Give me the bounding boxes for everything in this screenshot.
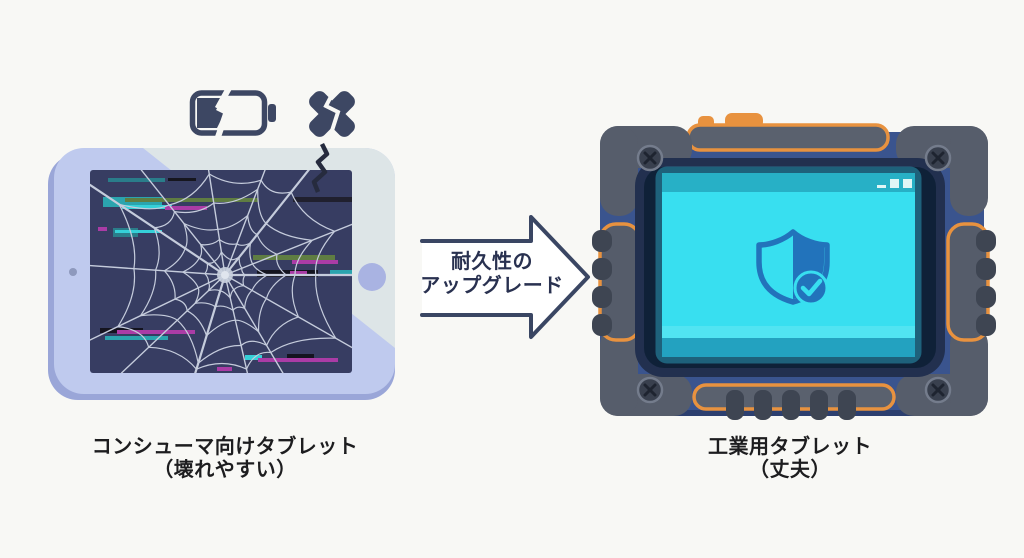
screen-bottom-band [662, 338, 915, 357]
screen-glare [662, 326, 915, 338]
consumer-tablet-caption: コンシューマ向けタブレット （壊れやすい） [65, 436, 385, 482]
corner-bumpers [600, 126, 988, 416]
industrial-tablet [592, 113, 996, 420]
consumer-tablet [48, 142, 395, 400]
broken-x-icon [309, 84, 355, 144]
grip-ribs-left [592, 230, 612, 336]
home-button [358, 263, 386, 291]
industrial-caption-line2: （丈夫） [749, 459, 831, 481]
check-circle [793, 270, 829, 306]
speaker-tabs [726, 390, 856, 420]
upgrade-arrow-label: 耐久性の アップグレード [402, 250, 582, 298]
industrial-caption-line1: 工業用タブレット [708, 436, 872, 458]
shield-check-icon [756, 229, 830, 306]
arrow-label-line1: 耐久性の [451, 251, 533, 273]
side-grip-left [592, 222, 642, 342]
minimize-icon [877, 185, 886, 188]
window-controls [877, 179, 912, 188]
screen-titlebar [662, 173, 915, 192]
top-bumper-strip [686, 123, 890, 152]
industrial-tablet-caption: 工業用タブレット （丈夫） [640, 436, 940, 482]
checkmark [800, 278, 823, 297]
consumer-caption-line2: （壊れやすい） [153, 459, 297, 481]
rugged-screen [662, 173, 915, 357]
screen-glow [655, 166, 922, 364]
grip-ribs-right [976, 230, 996, 336]
consumer-caption-line1: コンシューマ向けタブレット [91, 436, 359, 458]
upgrade-arrow [420, 215, 590, 339]
arrow-label-line2: アップグレード [420, 275, 564, 297]
glitch-bars [98, 178, 352, 371]
side-grip-right [946, 222, 996, 342]
window-square-icon [903, 179, 912, 188]
crack-impact-core [221, 271, 229, 279]
corner-screws [636, 144, 952, 404]
body-crack [311, 142, 330, 193]
broken-battery-icon [189, 86, 276, 138]
camera-dot [69, 268, 77, 276]
window-square-icon [890, 179, 899, 188]
spiderweb-crack [90, 170, 352, 373]
